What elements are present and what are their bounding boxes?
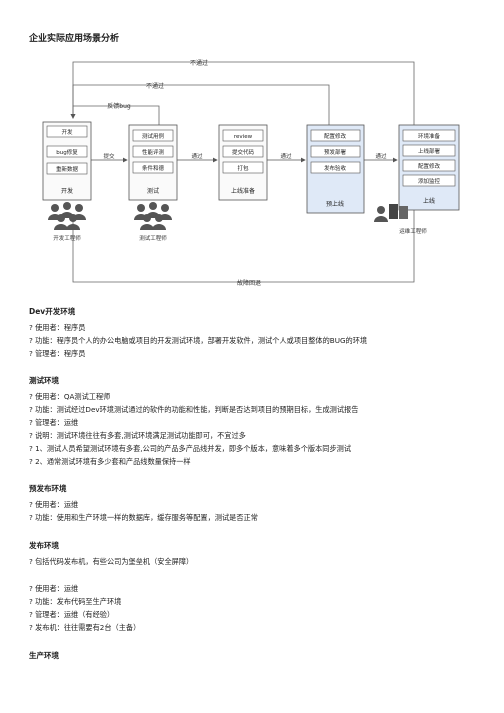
stage-dev: 开发 bug修复 重新数据 开发: [42, 121, 92, 201]
stage-test-name: 测试: [147, 187, 159, 195]
stage-prepare-item-2: 提交代码: [232, 148, 255, 156]
release-line-2: ? 使用者：运维: [29, 584, 79, 593]
feedback-label-1: 不通过: [190, 59, 208, 67]
people-test-label: 测试工程师: [139, 234, 167, 242]
stage-online-item-3: 配置修改: [418, 162, 441, 170]
release-line-5: ? 发布机：往往需要有2台（主备）: [29, 623, 141, 632]
section-heading-prod: 生产环境: [29, 651, 59, 660]
stage-online-item-2: 上线部署: [418, 147, 441, 155]
section-heading-preprod: 预发布环境: [29, 484, 67, 493]
feedback-label-2: 不通过: [146, 82, 164, 90]
people-dev-label: 开发工程师: [53, 234, 81, 242]
stage-prepare: review 提交代码 打包 上线准备: [218, 124, 268, 201]
stage-preonline-name: 预上线: [326, 200, 344, 208]
test-line-5: ? 1、测试人员希望测试环境有多套,公司的产品多产品线并发，即多个版本，意味着多…: [29, 444, 352, 453]
test-line-4: ? 说明：测试环境往往有多套,测试环境满足测试功能即可，不宜过多: [29, 431, 246, 440]
people-ops-label: 运维工程师: [399, 227, 427, 235]
stage-preonline: 配置修改 预发部署 发布验收 预上线: [306, 124, 365, 214]
release-line-4: ? 管理者：运维（有经验）: [29, 610, 115, 619]
stage-prepare-item-1: review: [234, 134, 253, 140]
arrow-label-pass-2: 通过: [280, 152, 292, 160]
section-heading-dev: Dev开发环境: [29, 307, 76, 316]
rollback-label: 故障回退: [237, 279, 261, 287]
stage-dev-item-1: 开发: [61, 128, 73, 136]
stage-online-name: 上线: [423, 197, 435, 205]
dev-line-1: ? 使用者：程序员: [29, 323, 86, 332]
release-line-1: ? 包括代码发布机，有些公司为堡垒机（安全屏障）: [29, 557, 194, 566]
people-dev-icon: [48, 202, 86, 230]
stage-test: 测试用例 性能评测 条件和德 测试: [128, 124, 178, 201]
arrow-label-submit: 提交: [103, 152, 115, 160]
stage-preonline-item-2: 预发部署: [324, 148, 347, 156]
test-line-2: ? 功能：测试经过Dev环境测试通过的软件的功能和性能，判断是否达到项目的预期目…: [29, 405, 359, 414]
test-line-1: ? 使用者：QA测试工程师: [29, 392, 111, 401]
stage-prepare-name: 上线准备: [231, 187, 255, 195]
section-heading-release: 发布环境: [29, 541, 59, 550]
stage-prepare-item-3: 打包: [237, 164, 249, 172]
arrow-label-pass-1: 通过: [191, 152, 203, 160]
people-ops-icon: [374, 204, 408, 222]
stage-dev-name: 开发: [61, 187, 73, 195]
stage-dev-item-2: bug修复: [56, 148, 78, 156]
feedback-loops: [70, 61, 415, 283]
stage-online: 环境准备 上线部署 配置修改 添加监控 上线: [398, 124, 460, 211]
preprod-line-1: ? 使用者：运维: [29, 500, 79, 509]
page-title: 企业实际应用场景分析: [29, 34, 120, 44]
stage-test-item-3: 条件和德: [142, 164, 165, 172]
stage-preonline-item-3: 发布验收: [324, 164, 347, 172]
workflow-diagram: 不通过 不通过 反馈bug 故障回退 开发 bug修复 重新数据 开发 测试用例…: [42, 59, 460, 287]
section-heading-test: 测试环境: [29, 376, 59, 385]
preprod-line-2: ? 功能：使用和生产环境一样的数据库，缓存服务等配置，测试是否正常: [29, 513, 258, 522]
test-line-3: ? 管理者：运维: [29, 418, 79, 427]
arrow-label-pass-3: 通过: [375, 152, 387, 160]
feedback-label-3: 反馈bug: [107, 102, 131, 110]
stage-test-item-2: 性能评测: [142, 148, 165, 156]
stage-online-item-4: 添加监控: [418, 177, 441, 185]
test-line-6: ? 2、通常测试环境有多少套和产品线数量保持一样: [29, 457, 191, 466]
people-test-icon: [134, 202, 172, 230]
stage-online-item-1: 环境准备: [418, 132, 441, 140]
release-line-3: ? 功能：发布代码至生产环境: [29, 597, 122, 606]
dev-line-2: ? 功能：程序员个人的办公电脑或项目的开发测试环境，部署开发软件，测试个人或项目…: [29, 336, 368, 345]
stage-preonline-item-1: 配置修改: [324, 132, 347, 140]
dev-line-3: ? 管理者：程序员: [29, 349, 86, 358]
stage-dev-item-3: 重新数据: [56, 165, 79, 173]
stage-test-item-1: 测试用例: [142, 132, 165, 140]
